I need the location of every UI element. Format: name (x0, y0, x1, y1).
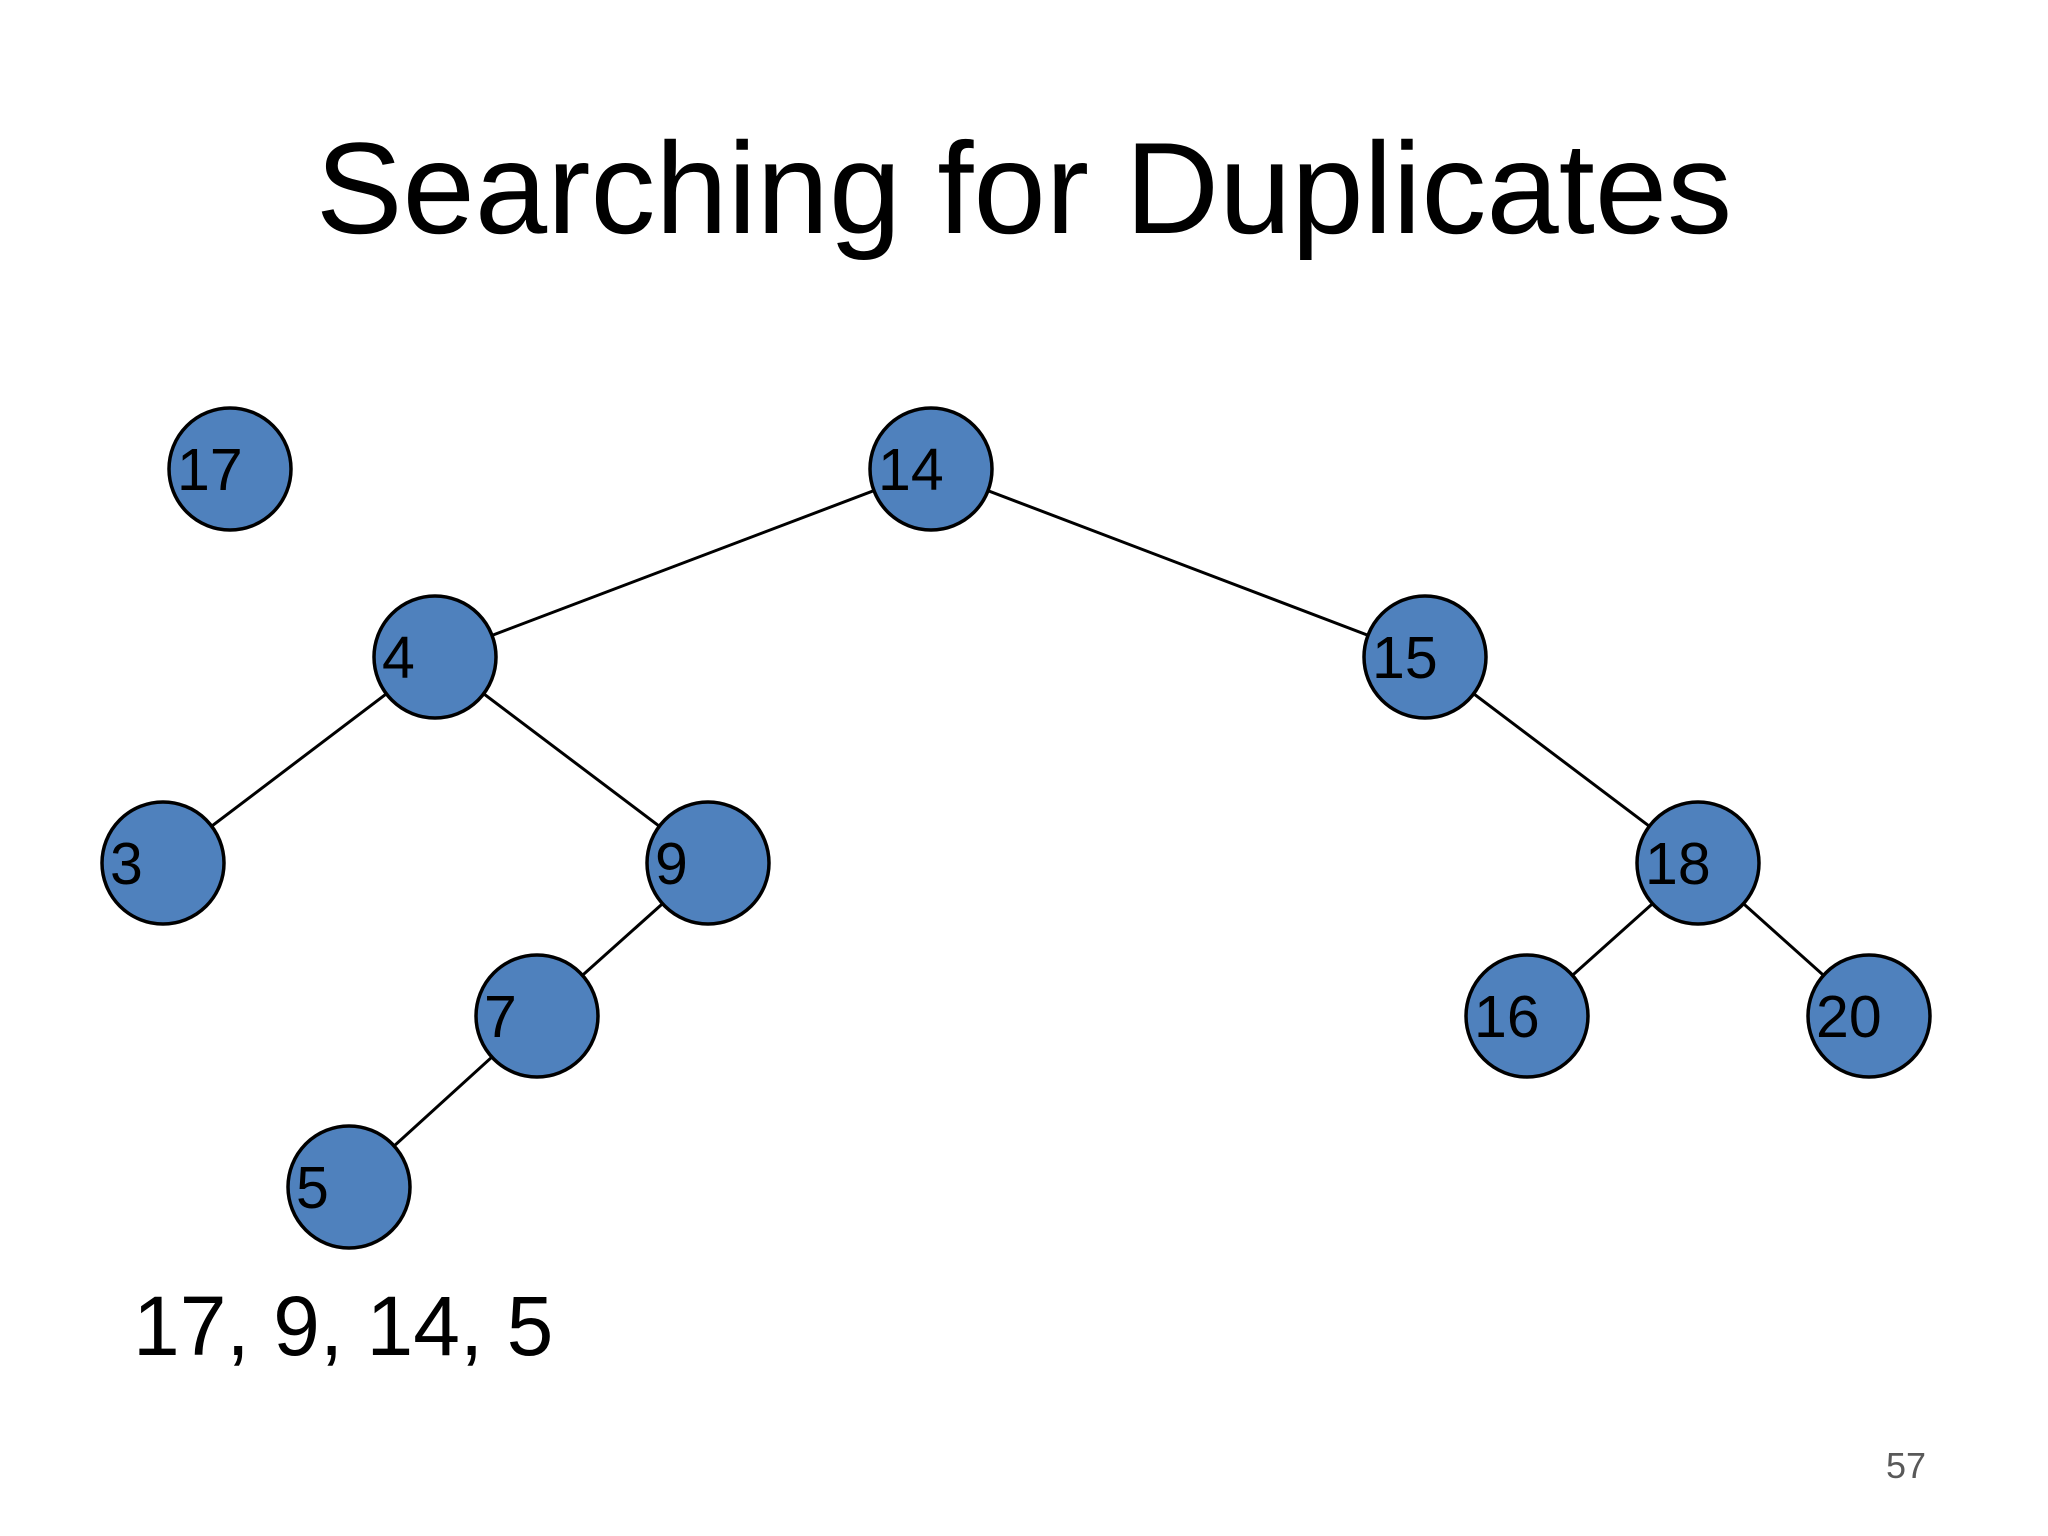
tree-node-18: 18 (1635, 800, 1761, 926)
slide-title: Searching for Duplicates (315, 115, 1733, 261)
tree-node-15: 15 (1362, 594, 1488, 720)
slide-page-number: 57 (1886, 1445, 1927, 1486)
node-label-5: 5 (296, 1155, 329, 1221)
tree-node-14: 14 (868, 406, 994, 532)
node-label-17: 17 (177, 437, 243, 503)
node-label-9: 9 (655, 831, 688, 897)
node-label-7: 7 (484, 984, 517, 1050)
node-circle-18 (1635, 800, 1761, 926)
tree-node-16: 16 (1464, 953, 1590, 1079)
node-label-16: 16 (1474, 984, 1540, 1050)
tree-edge-14-4 (434, 467, 932, 659)
tree-node-3: 3 (100, 800, 226, 926)
node-circle-9 (645, 800, 771, 926)
tree-edge-14-15 (930, 467, 1426, 659)
node-circle-3 (100, 800, 226, 926)
node-circle-4 (372, 594, 498, 720)
tree-node-17: 17 (167, 406, 293, 532)
node-circle-5 (286, 1124, 412, 1250)
insert-sequence-text: 17, 9, 14, 5 (133, 1279, 554, 1373)
tree-node-7: 7 (474, 953, 600, 1079)
tree-node-9: 9 (645, 800, 771, 926)
node-circle-20 (1806, 953, 1932, 1079)
node-label-15: 15 (1372, 625, 1438, 691)
node-circle-7 (474, 953, 600, 1079)
node-circle-17 (167, 406, 293, 532)
node-label-14: 14 (878, 437, 944, 503)
node-circle-16 (1464, 953, 1590, 1079)
node-circle-15 (1362, 594, 1488, 720)
node-label-4: 4 (382, 625, 415, 691)
node-circle-14 (868, 406, 994, 532)
node-label-18: 18 (1645, 831, 1711, 897)
node-label-3: 3 (110, 831, 143, 897)
tree-node-5: 5 (286, 1124, 412, 1250)
node-label-20: 20 (1816, 984, 1882, 1050)
tree-node-4: 4 (372, 594, 498, 720)
tree-node-20: 20 (1806, 953, 1932, 1079)
